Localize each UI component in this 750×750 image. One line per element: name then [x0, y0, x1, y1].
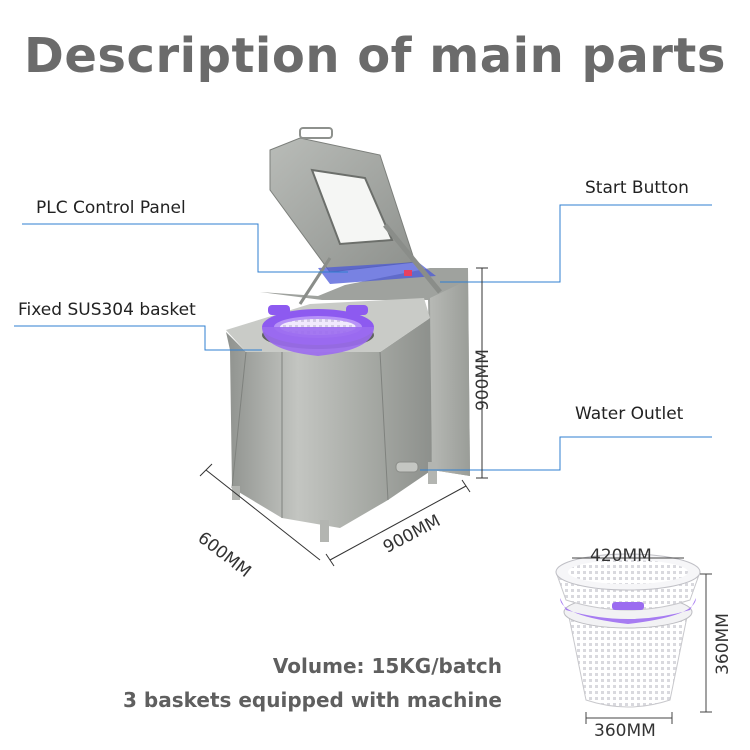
- start-leader-line: [440, 204, 712, 283]
- basket-bottom-dimension-label: 360MM: [594, 721, 656, 741]
- basket-height-dimension-label: 360MM: [712, 613, 733, 675]
- baskets-info: 3 baskets equipped with machine: [123, 688, 502, 712]
- volume-info: Volume: 15KG/batch: [272, 654, 502, 678]
- basket-top-dimension-label: 420MM: [590, 546, 652, 566]
- plc-leader-line: [22, 223, 348, 273]
- start-button-label: Start Button: [585, 178, 689, 198]
- height-dimension-label: 900MM: [472, 349, 493, 411]
- sus304-basket-illustration: [262, 305, 374, 356]
- water-leader-line: [420, 436, 712, 471]
- fixed-basket-label: Fixed SUS304 basket: [18, 300, 196, 320]
- depth-dimension-line: [205, 469, 321, 561]
- callout-lines: [14, 204, 712, 471]
- dimension-lines: [199, 267, 488, 567]
- page-title: Description of main parts: [24, 28, 726, 84]
- basket-dimension-lines: [572, 557, 712, 724]
- dryer-machine: [226, 127, 470, 542]
- width-dimension-line: [329, 485, 467, 561]
- plc-control-panel-label: PLC Control Panel: [36, 198, 186, 218]
- basket-leader-line: [14, 325, 262, 351]
- water-outlet-label: Water Outlet: [575, 404, 684, 424]
- basket-stack-illustration: [555, 553, 701, 708]
